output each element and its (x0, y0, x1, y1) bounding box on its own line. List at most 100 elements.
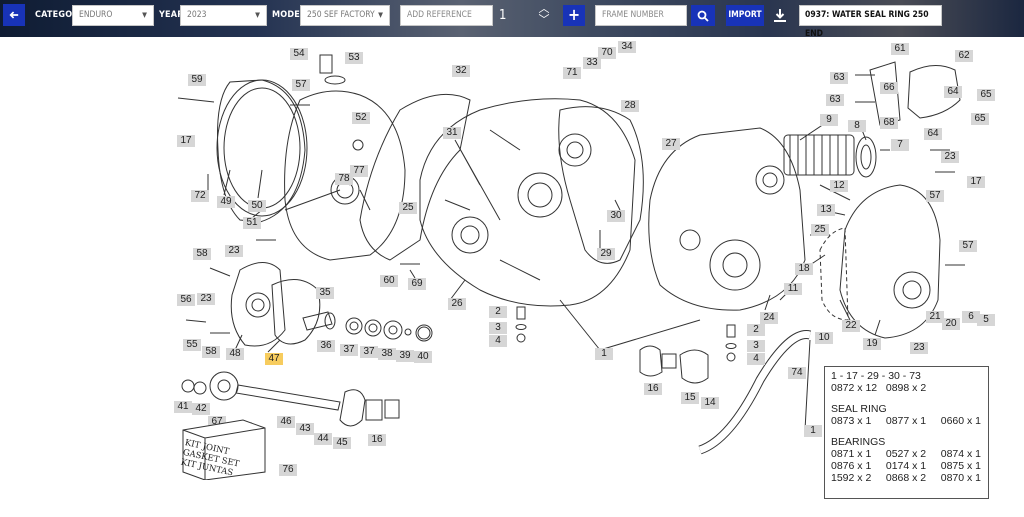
year-select[interactable]: 2023 ▼ (180, 5, 267, 26)
callout-label[interactable]: 41 (174, 401, 192, 413)
callout-label[interactable]: 26 (448, 298, 466, 310)
callout-label[interactable]: 49 (217, 196, 235, 208)
callout-label[interactable]: 18 (795, 263, 813, 275)
callout-label[interactable]: 8 (848, 120, 866, 132)
callout-label[interactable]: 24 (760, 312, 778, 324)
callout-label[interactable]: 37 (340, 344, 358, 356)
callout-label[interactable]: 31 (443, 127, 461, 139)
callout-label[interactable]: 34 (618, 41, 636, 53)
callout-label[interactable]: 23 (225, 245, 243, 257)
callout-label[interactable]: 69 (408, 278, 426, 290)
callout-label[interactable]: 60 (380, 275, 398, 287)
callout-label[interactable]: 38 (378, 348, 396, 360)
callout-label[interactable]: 43 (296, 423, 314, 435)
callout-label[interactable]: 2 (747, 324, 765, 336)
callout-label[interactable]: 44 (314, 433, 332, 445)
callout-label[interactable]: 56 (177, 294, 195, 306)
callout-label[interactable]: 58 (202, 346, 220, 358)
callout-label[interactable]: 57 (926, 190, 944, 202)
callout-label[interactable]: 13 (817, 204, 835, 216)
callout-label[interactable]: 57 (959, 240, 977, 252)
callout-label[interactable]: 7 (891, 139, 909, 151)
callout-label[interactable]: 62 (955, 50, 973, 62)
callout-label[interactable]: 65 (971, 113, 989, 125)
callout-label[interactable]: 76 (279, 464, 297, 476)
callout-label[interactable]: 21 (926, 311, 944, 323)
callout-label[interactable]: 22 (842, 320, 860, 332)
callout-label[interactable]: 55 (183, 339, 201, 351)
reference-input[interactable]: ADD REFERENCE (400, 5, 493, 26)
callout-label[interactable]: 23 (197, 293, 215, 305)
callout-label[interactable]: 50 (248, 200, 266, 212)
callout-label[interactable]: 23 (941, 151, 959, 163)
callout-label[interactable]: 48 (226, 348, 244, 360)
callout-label[interactable]: 57 (292, 79, 310, 91)
callout-label[interactable]: 16 (368, 434, 386, 446)
callout-label[interactable]: 16 (644, 383, 662, 395)
callout-label[interactable]: 33 (583, 57, 601, 69)
callout-label[interactable]: 70 (598, 47, 616, 59)
callout-label[interactable]: 77 (350, 165, 368, 177)
chevron-up-icon[interactable]: ︿ (538, 2, 550, 15)
callout-label[interactable]: 17 (177, 135, 195, 147)
callout-label[interactable]: 58 (193, 248, 211, 260)
frame-number-input[interactable]: FRAME NUMBER (595, 5, 687, 26)
callout-label[interactable]: 11 (784, 283, 802, 295)
callout-label[interactable]: 25 (399, 202, 417, 214)
callout-label[interactable]: 39 (396, 350, 414, 362)
callout-label[interactable]: 65 (977, 89, 995, 101)
callout-label[interactable]: 2 (489, 306, 507, 318)
callout-label[interactable]: 5 (977, 314, 995, 326)
callout-label[interactable]: 64 (944, 86, 962, 98)
callout-label[interactable]: 25 (811, 224, 829, 236)
import-button[interactable]: IMPORT (726, 5, 764, 26)
chevron-down-icon[interactable]: ﹀ (538, 13, 550, 26)
callout-label[interactable]: 1 (595, 348, 613, 360)
callout-label[interactable]: 14 (701, 397, 719, 409)
callout-label[interactable]: 37 (360, 346, 378, 358)
callout-label[interactable]: 46 (277, 416, 295, 428)
callout-label[interactable]: 19 (863, 338, 881, 350)
callout-label[interactable]: 3 (489, 322, 507, 334)
callout-label[interactable]: 20 (942, 318, 960, 330)
category-select[interactable]: ENDURO ▼ (72, 5, 154, 26)
callout-label[interactable]: 28 (621, 100, 639, 112)
back-button[interactable] (3, 4, 25, 26)
model-select[interactable]: 250 SEF FACTORY ▼ (300, 5, 390, 26)
callout-label[interactable]: 27 (662, 138, 680, 150)
callout-label[interactable]: 12 (830, 180, 848, 192)
download-icon[interactable] (771, 5, 789, 26)
callout-label[interactable]: 36 (317, 340, 335, 352)
callout-label[interactable]: 4 (489, 335, 507, 347)
callout-label[interactable]: 10 (815, 332, 833, 344)
callout-label[interactable]: 61 (891, 43, 909, 55)
callout-label[interactable]: 63 (830, 72, 848, 84)
callout-label[interactable]: 59 (188, 74, 206, 86)
callout-label[interactable]: 64 (924, 128, 942, 140)
callout-label-selected[interactable]: 47 (265, 353, 283, 365)
callout-label[interactable]: 63 (826, 94, 844, 106)
callout-label[interactable]: 23 (910, 342, 928, 354)
callout-label[interactable]: 71 (563, 67, 581, 79)
callout-label[interactable]: 29 (597, 248, 615, 260)
callout-label[interactable]: 40 (414, 351, 432, 363)
callout-label[interactable]: 45 (333, 437, 351, 449)
callout-label[interactable]: 9 (820, 114, 838, 126)
callout-label[interactable]: 54 (290, 48, 308, 60)
callout-label[interactable]: 68 (880, 117, 898, 129)
callout-label[interactable]: 51 (243, 217, 261, 229)
callout-label[interactable]: 53 (345, 52, 363, 64)
callout-label[interactable]: 3 (747, 340, 765, 352)
quantity-stepper[interactable]: ︿ ﹀ (537, 3, 551, 29)
search-button[interactable] (691, 5, 715, 26)
selected-part-field[interactable]: 0937: WATER SEAL RING 250 END (799, 5, 942, 39)
callout-label[interactable]: 32 (452, 65, 470, 77)
callout-label[interactable]: 6 (962, 311, 980, 323)
add-button[interactable]: + (563, 5, 585, 26)
callout-label[interactable]: 35 (316, 287, 334, 299)
callout-label[interactable]: 42 (192, 403, 210, 415)
callout-label[interactable]: 52 (352, 112, 370, 124)
callout-label[interactable]: 66 (880, 82, 898, 94)
callout-label[interactable]: 15 (681, 392, 699, 404)
callout-label[interactable]: 1 (804, 425, 822, 437)
